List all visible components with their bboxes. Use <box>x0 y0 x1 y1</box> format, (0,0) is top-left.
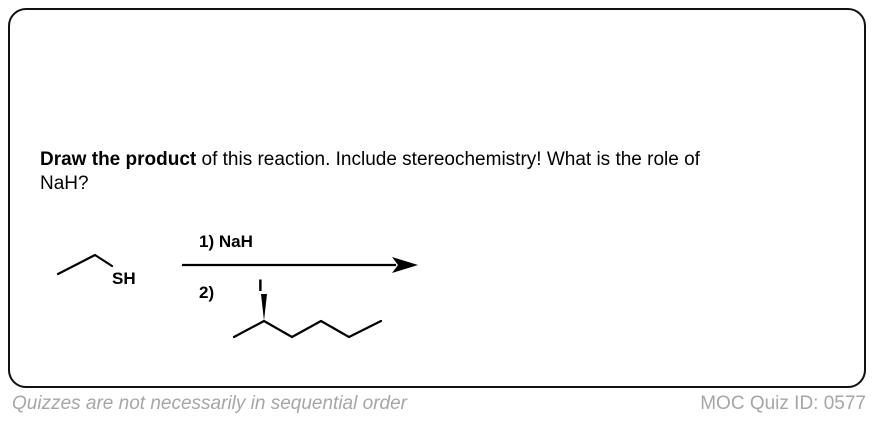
step1-label: 1) NaH <box>199 232 253 251</box>
reaction-arrow <box>182 257 418 273</box>
question-text: Draw the product of this reaction. Inclu… <box>40 148 700 196</box>
iodohexane-chain <box>232 319 383 339</box>
quiz-card <box>8 8 866 388</box>
ethanethiol-bonds <box>56 253 114 276</box>
ethanethiol-structure: SH <box>56 253 136 288</box>
footer-note: Quizzes are not necessarily in sequentia… <box>12 393 407 414</box>
question-rest: of this reaction. Include stereochemistr… <box>40 149 700 194</box>
quiz-id: MOC Quiz ID: 0577 <box>700 393 866 414</box>
question-bold: Draw the product <box>40 149 197 170</box>
iodine-label: I <box>258 276 263 295</box>
step2-label: 2) <box>199 283 214 302</box>
wedge-bond <box>261 294 267 321</box>
iodohexane-structure: I <box>232 276 383 339</box>
thiol-label: SH <box>112 269 136 288</box>
